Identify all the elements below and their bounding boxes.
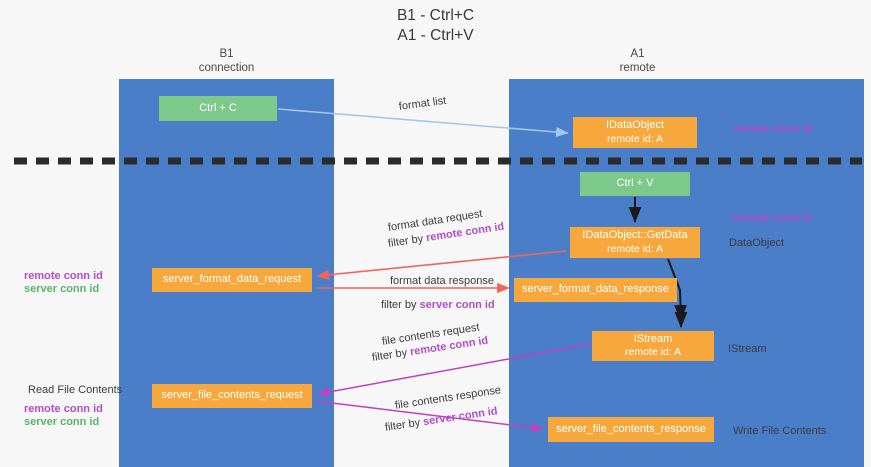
node-server-format-data-response-label: server_format_data_response: [522, 283, 669, 296]
edge-label-format-data-response: format data response: [390, 275, 494, 287]
annotation-left-remote-conn-id-2: remote conn id: [24, 403, 103, 415]
filter-value-server-conn-id-2: server conn id: [422, 405, 499, 429]
column-header-a1-name: A1: [630, 48, 645, 60]
column-header-a1-role: remote: [619, 62, 656, 74]
node-server-file-contents-request-label: server_file_contents_request: [161, 389, 303, 402]
filter-prefix-2: filter by: [381, 299, 420, 311]
edge-label-format-data-response-filter: filter by server conn id: [381, 298, 495, 312]
node-server-file-contents-response-label: server_file_contents_response: [556, 422, 706, 435]
annotation-write-file-contents: Write File Contents: [733, 425, 827, 437]
node-server-file-contents-response[interactable]: server_file_contents_response: [548, 417, 714, 442]
annotation-left-server-conn-id-2: server conn id: [24, 416, 100, 428]
node-idataobject-remote-id: remote id: A: [606, 132, 664, 145]
node-ctrl-v-label: Ctrl + V: [616, 177, 654, 190]
node-server-format-data-request-label: server_format_data_request: [162, 273, 302, 286]
node-ctrl-c-label: Ctrl + C: [199, 101, 237, 114]
annotation-istream: IStream: [728, 343, 767, 355]
title-line-2: A1 - Ctrl+V: [397, 27, 474, 44]
node-ctrl-v[interactable]: Ctrl + V: [580, 172, 690, 196]
column-header-b1-name: B1: [219, 48, 234, 60]
column-header-a1: A1 remote: [565, 47, 710, 75]
node-idataobject-getdata[interactable]: IDataObject::GetData remote id: A: [570, 227, 700, 258]
node-istream-remote-id: remote id: A: [624, 346, 682, 358]
node-server-format-data-request[interactable]: server_format_data_request: [152, 268, 312, 292]
node-server-format-data-response[interactable]: server_format_data_response: [514, 278, 677, 302]
node-server-file-contents-request[interactable]: server_file_contents_request: [152, 384, 312, 408]
filter-prefix-3: filter by: [371, 346, 412, 364]
node-idataobject-title: IDataObject: [605, 119, 665, 131]
title-line-1: B1 - Ctrl+C: [396, 7, 475, 24]
annotation-dataobject: DataObject: [729, 237, 785, 249]
node-istream[interactable]: IStream remote id: A: [592, 331, 714, 361]
annotation-read-file-contents: Read File Contents: [28, 384, 123, 396]
node-getdata-title: IDataObject::GetData: [582, 229, 688, 241]
node-ctrl-c[interactable]: Ctrl + C: [159, 96, 277, 121]
node-istream-title: IStream: [633, 332, 673, 345]
diagram-title: B1 - Ctrl+C A1 - Ctrl+V: [0, 6, 871, 46]
filter-prefix-4: filter by: [384, 416, 425, 434]
annotation-left-server-conn-id-1: server conn id: [24, 283, 100, 295]
node-idataobject[interactable]: IDataObject remote id: A: [573, 117, 697, 148]
annotation-left-remote-conn-id-1: remote conn id: [24, 270, 103, 282]
node-getdata-remote-id: remote id: A: [606, 242, 664, 255]
annotation-remote-conn-id-mid: remote conn id: [733, 212, 812, 224]
column-header-b1-role: connection: [198, 62, 255, 74]
column-header-b1: B1 connection: [154, 47, 299, 75]
filter-value-server-conn-id-1: server conn id: [419, 299, 495, 311]
edge-label-format-list: format list: [398, 94, 447, 113]
filter-prefix-1: filter by: [387, 232, 428, 250]
annotation-remote-conn-id-top: remote conn id: [733, 123, 812, 135]
